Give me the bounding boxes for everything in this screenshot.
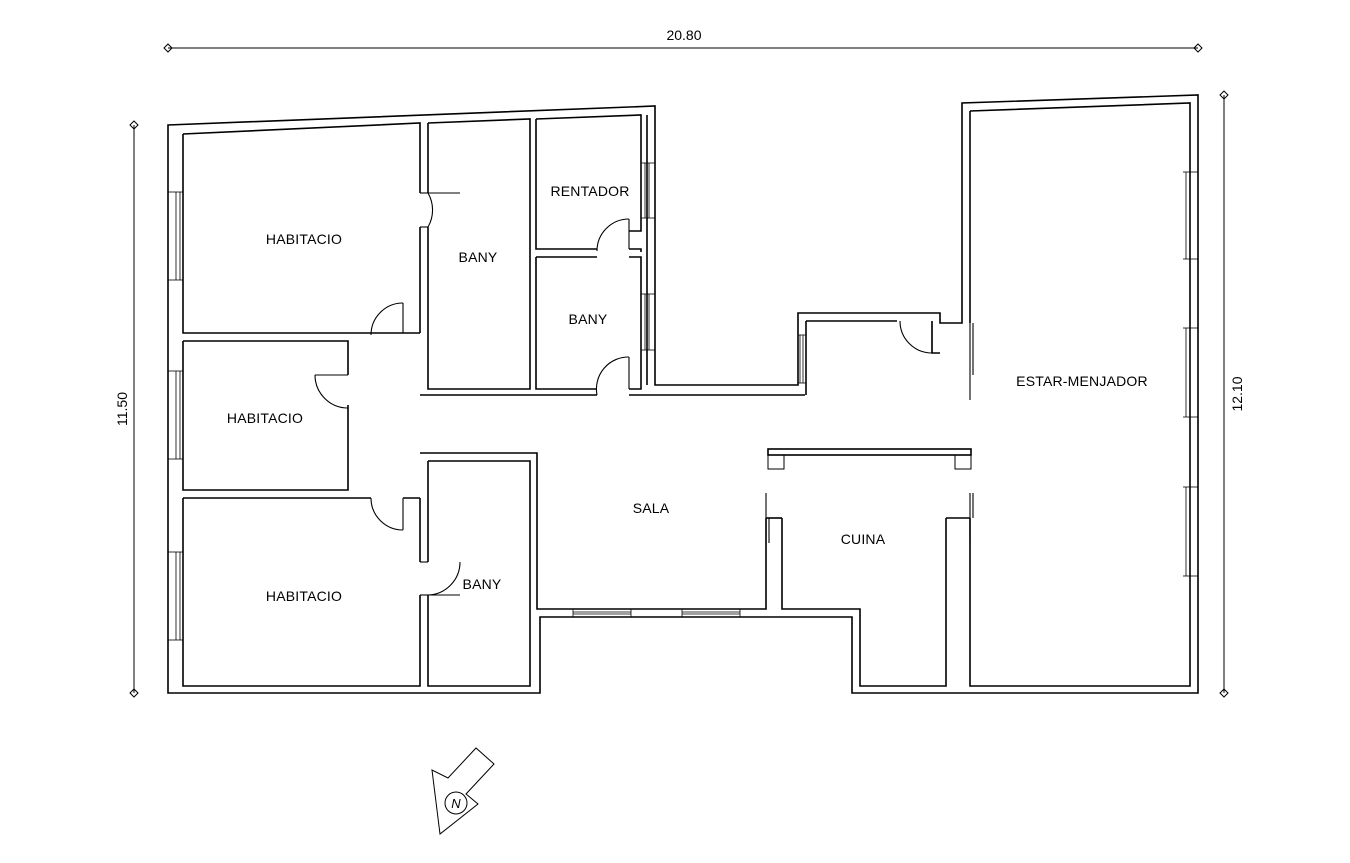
window-left-1 xyxy=(168,191,183,281)
dimension-right: 12.10 xyxy=(1219,90,1245,698)
north-arrow-icon: N xyxy=(431,747,495,835)
window-sala-2 xyxy=(681,609,741,617)
dimension-top: 20.80 xyxy=(163,27,1203,53)
door-cuina-left xyxy=(765,493,770,543)
door-bany-2 xyxy=(595,356,630,396)
door-habitacio-1b xyxy=(370,302,404,336)
window-estar-1 xyxy=(1183,171,1198,260)
dimension-height-left-label: 11.50 xyxy=(114,392,130,426)
room-label-bany-1: BANY xyxy=(459,249,498,265)
window-left-3 xyxy=(168,551,183,641)
window-bany-2 xyxy=(641,293,655,351)
room-label-habitacio-3: HABITACIO xyxy=(266,588,342,604)
window-corridor xyxy=(798,334,806,384)
north-arrow-label: N xyxy=(451,796,461,811)
room-label-bany-3: BANY xyxy=(463,576,502,592)
door-habitacio-3 xyxy=(370,497,404,531)
window-rentador xyxy=(641,162,655,219)
door-rentador xyxy=(596,218,630,252)
room-label-sala: SALA xyxy=(633,500,670,516)
window-sala-1 xyxy=(572,609,632,617)
dimension-width-label: 20.80 xyxy=(666,27,701,43)
window-estar-2 xyxy=(1183,327,1198,418)
exterior-walls xyxy=(167,94,1199,694)
room-label-bany-2: BANY xyxy=(569,311,608,327)
window-left-2 xyxy=(168,370,183,460)
door-habitacio-2 xyxy=(314,374,349,409)
door-estar xyxy=(969,323,974,400)
doors xyxy=(314,192,974,596)
room-label-habitacio-1: HABITACIO xyxy=(266,231,342,247)
room-label-habitacio-2: HABITACIO xyxy=(227,410,303,426)
room-label-estar-menjador: ESTAR-MENJADOR xyxy=(1016,373,1148,389)
room-label-rentador: RENTADOR xyxy=(550,183,629,199)
windows xyxy=(168,162,1198,641)
window-estar-3 xyxy=(1183,486,1198,577)
dimension-height-right-label: 12.10 xyxy=(1229,376,1245,411)
door-cuina-right xyxy=(969,493,974,543)
room-label-cuina: CUINA xyxy=(841,531,886,547)
door-bany-3 xyxy=(420,561,461,596)
door-entrance xyxy=(899,320,933,354)
door-habitacio-1 xyxy=(420,192,460,228)
dimension-left: 11.50 xyxy=(114,120,139,698)
